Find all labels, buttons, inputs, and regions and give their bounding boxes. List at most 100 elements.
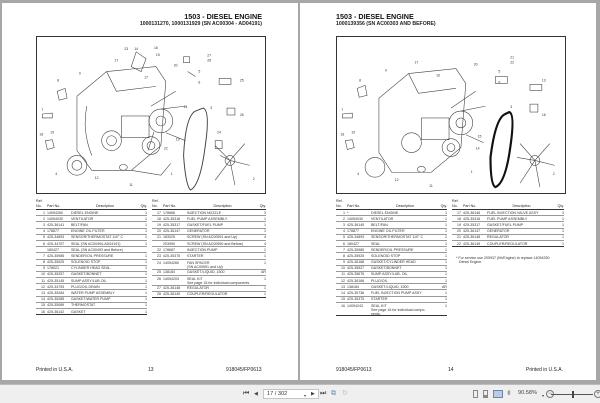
svg-text:5: 5 <box>198 70 200 74</box>
part-number: 178877 <box>347 229 359 234</box>
part-description: INJECTION NOZZLE <box>187 210 222 215</box>
ref-number: 2 <box>43 216 45 221</box>
next-page-icon: ▶ <box>311 391 315 397</box>
svg-text:8: 8 <box>57 78 59 82</box>
previous-page-icon: ◀ <box>254 391 258 397</box>
quantity: 1 <box>445 229 447 234</box>
part-number: 178687 <box>163 247 175 252</box>
part-number: 14054243 <box>347 303 363 308</box>
zoom-slider-thumb[interactable] <box>572 391 574 398</box>
svg-text:9: 9 <box>385 69 387 73</box>
svg-text:26: 26 <box>240 113 244 117</box>
zoom-in-icon: + <box>596 391 600 397</box>
zoom-dropdown-arrow-icon[interactable]: ▾ <box>542 393 545 398</box>
part-description: BELT/FAN <box>371 222 388 227</box>
ref-number: 7 <box>43 253 45 258</box>
first-page-icon: ⏮ <box>243 390 250 397</box>
part-number: 178666 <box>163 210 175 215</box>
part-number: 178877 <box>47 229 59 234</box>
ref-number: 27 <box>157 286 161 291</box>
svg-text:16: 16 <box>154 46 158 50</box>
quantity: 4 <box>264 235 266 240</box>
zoom-level[interactable]: 90.58% <box>518 390 537 396</box>
svg-text:18: 18 <box>39 133 43 137</box>
svg-text:22: 22 <box>164 147 168 151</box>
last-page-button[interactable]: ⏭ <box>320 389 326 399</box>
part-description: PLUG/OIL <box>371 278 388 283</box>
part-number: 14054030 <box>47 216 63 221</box>
part-description: VENTILATOR <box>371 216 394 221</box>
part-number: 425-35316 <box>163 216 181 221</box>
part-number: 14054203 <box>163 276 179 281</box>
ref-number: 9 <box>43 266 45 271</box>
part-description: STARTER <box>371 297 388 302</box>
ref-number: 12 <box>341 278 345 283</box>
ref-number: 11 <box>341 272 345 277</box>
svg-text:5: 5 <box>498 70 500 74</box>
part-description: GASKET/BONNET <box>371 266 402 271</box>
last-page-icon: ⏭ <box>320 390 327 397</box>
ref-number: 18 <box>157 216 161 221</box>
first-page-button[interactable]: ⏮ <box>243 389 249 399</box>
svg-text:9: 9 <box>79 72 81 76</box>
part-description: STARTER <box>187 253 204 258</box>
continuous-view-icon[interactable] <box>483 390 488 398</box>
fit-page-icon[interactable]: ⇟ <box>506 390 512 397</box>
part-number: 138184 <box>163 270 175 275</box>
ref-number: 8 <box>43 260 45 265</box>
page-14: 1503 - DIESEL ENGINE 1000139356 (SN AC00… <box>300 3 596 380</box>
part-number: 138184 <box>347 284 359 289</box>
part-description: REGULATOR <box>187 286 210 291</box>
part-number: 425-35985 <box>347 247 365 252</box>
part-description: GASKET/LIQUID, 1500 <box>187 270 225 275</box>
part-number: 180427 <box>347 241 359 246</box>
page-dropdown-arrow-icon[interactable]: ▾ <box>304 393 307 398</box>
part-description: SCREW (SN AC00590 and Before) <box>187 241 244 246</box>
quantity: 1 <box>264 276 266 281</box>
page-number-input[interactable]: 17 / 302 <box>263 389 319 399</box>
svg-text:15: 15 <box>156 53 160 57</box>
part-description: SENSOR/THERMOSTAT 110° C <box>71 235 124 240</box>
ref-number: 4 <box>343 229 345 234</box>
single-page-view-icon[interactable] <box>473 390 478 398</box>
quantity: 1 <box>264 216 266 221</box>
part-description: GASKET/WATER PUMP <box>71 297 111 302</box>
svg-text:12: 12 <box>95 176 99 180</box>
copy-icon[interactable]: ⧉ <box>331 390 336 397</box>
previous-page-button[interactable]: ◀ <box>254 389 258 399</box>
quantity: 1 <box>145 303 147 308</box>
quantity: 1 <box>445 210 447 215</box>
svg-text:10: 10 <box>436 73 440 77</box>
part-description: FAN SPACER(SN AC00591 and Up) <box>187 260 223 269</box>
next-page-button[interactable]: ▶ <box>311 389 315 399</box>
ref-number: 12 <box>41 284 45 289</box>
svg-text:19: 19 <box>351 131 355 135</box>
ref-number: 7 <box>343 247 345 252</box>
part-description: FUEL PUMP ASSEMBLY <box>187 216 228 221</box>
two-page-view-icon[interactable] <box>493 390 503 398</box>
part-number: 425-34893 <box>347 235 365 240</box>
rotate-icon[interactable]: ↻ <box>342 390 348 397</box>
part-number: 425-36166 <box>347 278 365 283</box>
zoom-in-button[interactable]: + <box>594 390 600 398</box>
ref-number: 24 <box>157 260 161 265</box>
ref-number: 1 <box>343 210 345 215</box>
svg-text:25: 25 <box>240 78 244 82</box>
footer-page-number: 13 <box>148 367 154 373</box>
